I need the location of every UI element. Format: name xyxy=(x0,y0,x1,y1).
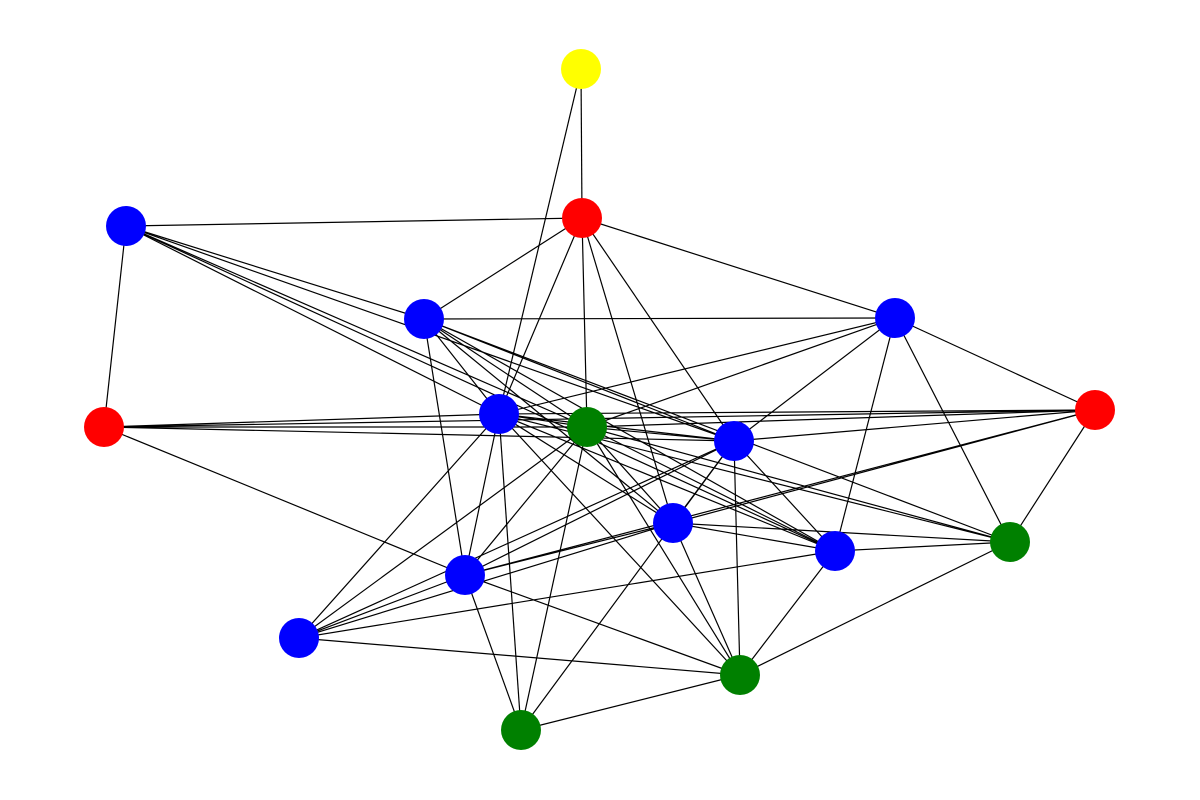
edge-n10-n11 xyxy=(672,522,836,552)
edge-n6-n9 xyxy=(498,413,735,442)
edge-n4-n11 xyxy=(834,317,896,552)
edge-n6-n13 xyxy=(464,413,500,576)
edge-n0-n1 xyxy=(580,68,583,219)
edge-n4-n12 xyxy=(894,317,1011,543)
edge-n10-n14 xyxy=(298,522,674,639)
edge-n11-n14 xyxy=(298,550,836,639)
edge-n7-n8 xyxy=(586,409,1096,428)
node-n2-blue xyxy=(106,206,146,246)
node-n6-blue xyxy=(479,394,519,434)
edge-n7-n12 xyxy=(586,426,1011,543)
edge-n7-n15 xyxy=(586,426,741,676)
edge-n7-n16 xyxy=(520,426,588,731)
edge-n13-n15 xyxy=(464,574,741,676)
edge-n6-n15 xyxy=(498,413,741,676)
edges-layer xyxy=(103,68,1096,731)
edge-n6-n16 xyxy=(498,413,522,731)
edge-n11-n12 xyxy=(834,541,1011,552)
edge-n12-n15 xyxy=(739,541,1011,676)
edge-n9-n14 xyxy=(298,440,735,639)
edge-n6-n14 xyxy=(298,413,500,639)
edge-n3-n6 xyxy=(423,318,500,415)
edge-n7-n14 xyxy=(298,426,588,639)
edge-n3-n7 xyxy=(423,318,588,428)
edge-n3-n4 xyxy=(423,317,896,320)
edge-n9-n16 xyxy=(520,440,735,731)
node-n9-blue xyxy=(714,421,754,461)
edge-n8-n12 xyxy=(1009,409,1096,543)
edge-n5-n13 xyxy=(103,426,466,576)
edge-n2-n7 xyxy=(125,225,588,428)
edge-n13-n16 xyxy=(464,574,522,731)
edge-n1-n2 xyxy=(125,217,583,227)
edge-n3-n13 xyxy=(423,318,466,576)
node-n5-red xyxy=(84,407,124,447)
edge-n9-n11 xyxy=(733,440,836,552)
edge-n5-n9 xyxy=(103,426,735,442)
node-n3-blue xyxy=(404,299,444,339)
edge-n3-n9 xyxy=(423,318,735,442)
node-n14-blue xyxy=(279,618,319,658)
edge-n2-n6 xyxy=(125,225,500,415)
edge-n15-n16 xyxy=(520,674,741,731)
edge-n7-n10 xyxy=(586,426,674,524)
node-n15-green xyxy=(720,655,760,695)
edge-n1-n10 xyxy=(581,217,674,524)
edge-n1-n4 xyxy=(581,217,896,319)
edge-n6-n11 xyxy=(498,413,836,552)
edge-n7-n9 xyxy=(586,426,735,442)
edge-n14-n15 xyxy=(298,637,741,676)
node-n1-red xyxy=(562,198,602,238)
edge-n1-n7 xyxy=(581,217,588,428)
node-n11-blue xyxy=(815,531,855,571)
edge-n5-n6 xyxy=(103,413,500,428)
edge-n1-n3 xyxy=(423,217,583,320)
edge-n3-n11 xyxy=(423,318,836,552)
node-n0-yellow xyxy=(561,49,601,89)
edge-n4-n6 xyxy=(498,317,896,415)
node-n16-green xyxy=(501,710,541,750)
edge-n2-n3 xyxy=(125,225,425,320)
node-n10-blue xyxy=(653,503,693,543)
edge-n2-n5 xyxy=(103,225,127,428)
edge-n4-n7 xyxy=(586,317,896,428)
edge-n1-n6 xyxy=(498,217,583,415)
edge-n7-n13 xyxy=(464,426,588,576)
node-n8-red xyxy=(1075,390,1115,430)
edge-n4-n8 xyxy=(894,317,1096,411)
node-n12-green xyxy=(990,522,1030,562)
edge-n10-n15 xyxy=(672,522,741,676)
node-n7-green xyxy=(567,407,607,447)
edge-n13-n14 xyxy=(298,574,466,639)
edge-n8-n9 xyxy=(733,409,1096,442)
node-n4-blue xyxy=(875,298,915,338)
edge-n2-n11 xyxy=(125,225,836,552)
node-n13-blue xyxy=(445,555,485,595)
edge-n9-n15 xyxy=(733,440,741,676)
edge-n1-n9 xyxy=(581,217,735,442)
edge-n4-n9 xyxy=(733,317,896,442)
edge-n0-n6 xyxy=(498,68,582,415)
edge-n9-n13 xyxy=(464,440,735,576)
edge-n8-n13 xyxy=(464,409,1096,576)
edge-n11-n15 xyxy=(739,550,836,676)
nodes-layer xyxy=(84,49,1115,750)
edge-n10-n13 xyxy=(464,522,674,576)
edge-n6-n10 xyxy=(498,413,674,524)
